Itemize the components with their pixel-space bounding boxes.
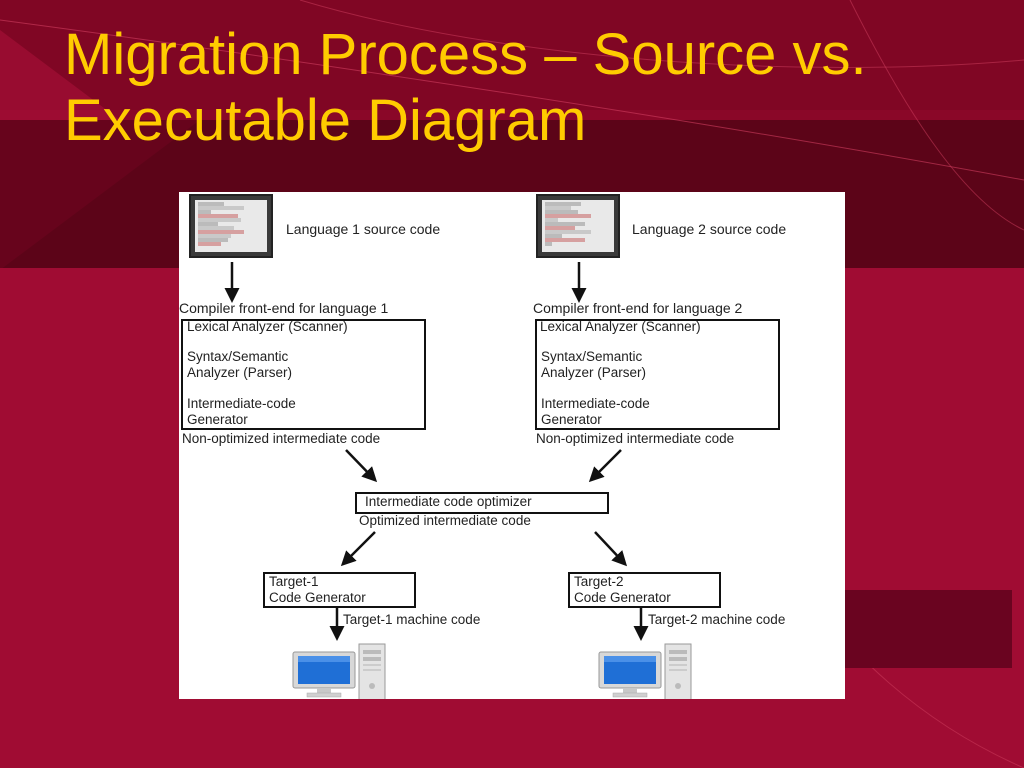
- target1-box: [263, 572, 416, 608]
- optimizer-box: [355, 492, 609, 514]
- arrow-left-to-optimizer: [345, 449, 378, 483]
- frontend2-label: Compiler front-end for language 2: [533, 300, 743, 316]
- optimizer-label: Intermediate code optimizer: [365, 494, 532, 509]
- syntax-analyzer-2-line1: Syntax/Semantic: [541, 349, 643, 364]
- frontend2-box: [535, 319, 780, 430]
- arrow-optimizer-to-target2: [594, 531, 628, 567]
- syntax-analyzer-1-line2: Analyzer (Parser): [187, 365, 293, 380]
- syntax-analyzer-1-line1: Syntax/Semantic: [187, 349, 289, 364]
- language1-source-thumbnail: [189, 194, 273, 258]
- arrow-optimizer-to-target1: [340, 531, 376, 567]
- source-code-preview: [542, 200, 614, 252]
- slide-title: Migration Process – Source vs. Executabl…: [64, 22, 867, 153]
- language2-source-label: Language 2 source code: [632, 221, 787, 237]
- nonoptimized-code-2: Non-optimized intermediate code: [536, 431, 735, 446]
- syntax-analyzer-2-line2: Analyzer (Parser): [541, 365, 647, 380]
- target2-machine-code-label: Target-2 machine code: [648, 612, 786, 627]
- nonoptimized-code-1: Non-optimized intermediate code: [182, 431, 381, 446]
- frontend1-box: [181, 319, 426, 430]
- source-code-preview: [195, 200, 267, 252]
- intermediate-generator-1-line2: Generator: [187, 412, 248, 427]
- computer-icon: [598, 643, 692, 699]
- language2-source-thumbnail: [536, 194, 620, 258]
- optimized-code-label: Optimized intermediate code: [359, 513, 531, 528]
- target1-machine-code-label: Target-1 machine code: [343, 612, 481, 627]
- target2-line2: Code Generator: [574, 590, 671, 605]
- target1-line2: Code Generator: [269, 590, 366, 605]
- computer-icon: [292, 643, 386, 699]
- intermediate-generator-1-line1: Intermediate-code: [187, 396, 296, 411]
- intermediate-generator-2-line2: Generator: [541, 412, 602, 427]
- frontend1-label: Compiler front-end for language 1: [179, 300, 389, 316]
- compiler-diagram: Language 1 source code Language 2 source…: [179, 192, 845, 699]
- language1-source-label: Language 1 source code: [286, 221, 441, 237]
- lexical-analyzer-2: Lexical Analyzer (Scanner): [540, 319, 701, 334]
- target1-line1: Target-1: [269, 574, 319, 589]
- arrow-right-to-optimizer: [588, 449, 622, 483]
- target2-box: [568, 572, 721, 608]
- intermediate-generator-2-line1: Intermediate-code: [541, 396, 650, 411]
- target2-line1: Target-2: [574, 574, 624, 589]
- lexical-analyzer-1: Lexical Analyzer (Scanner): [187, 319, 348, 334]
